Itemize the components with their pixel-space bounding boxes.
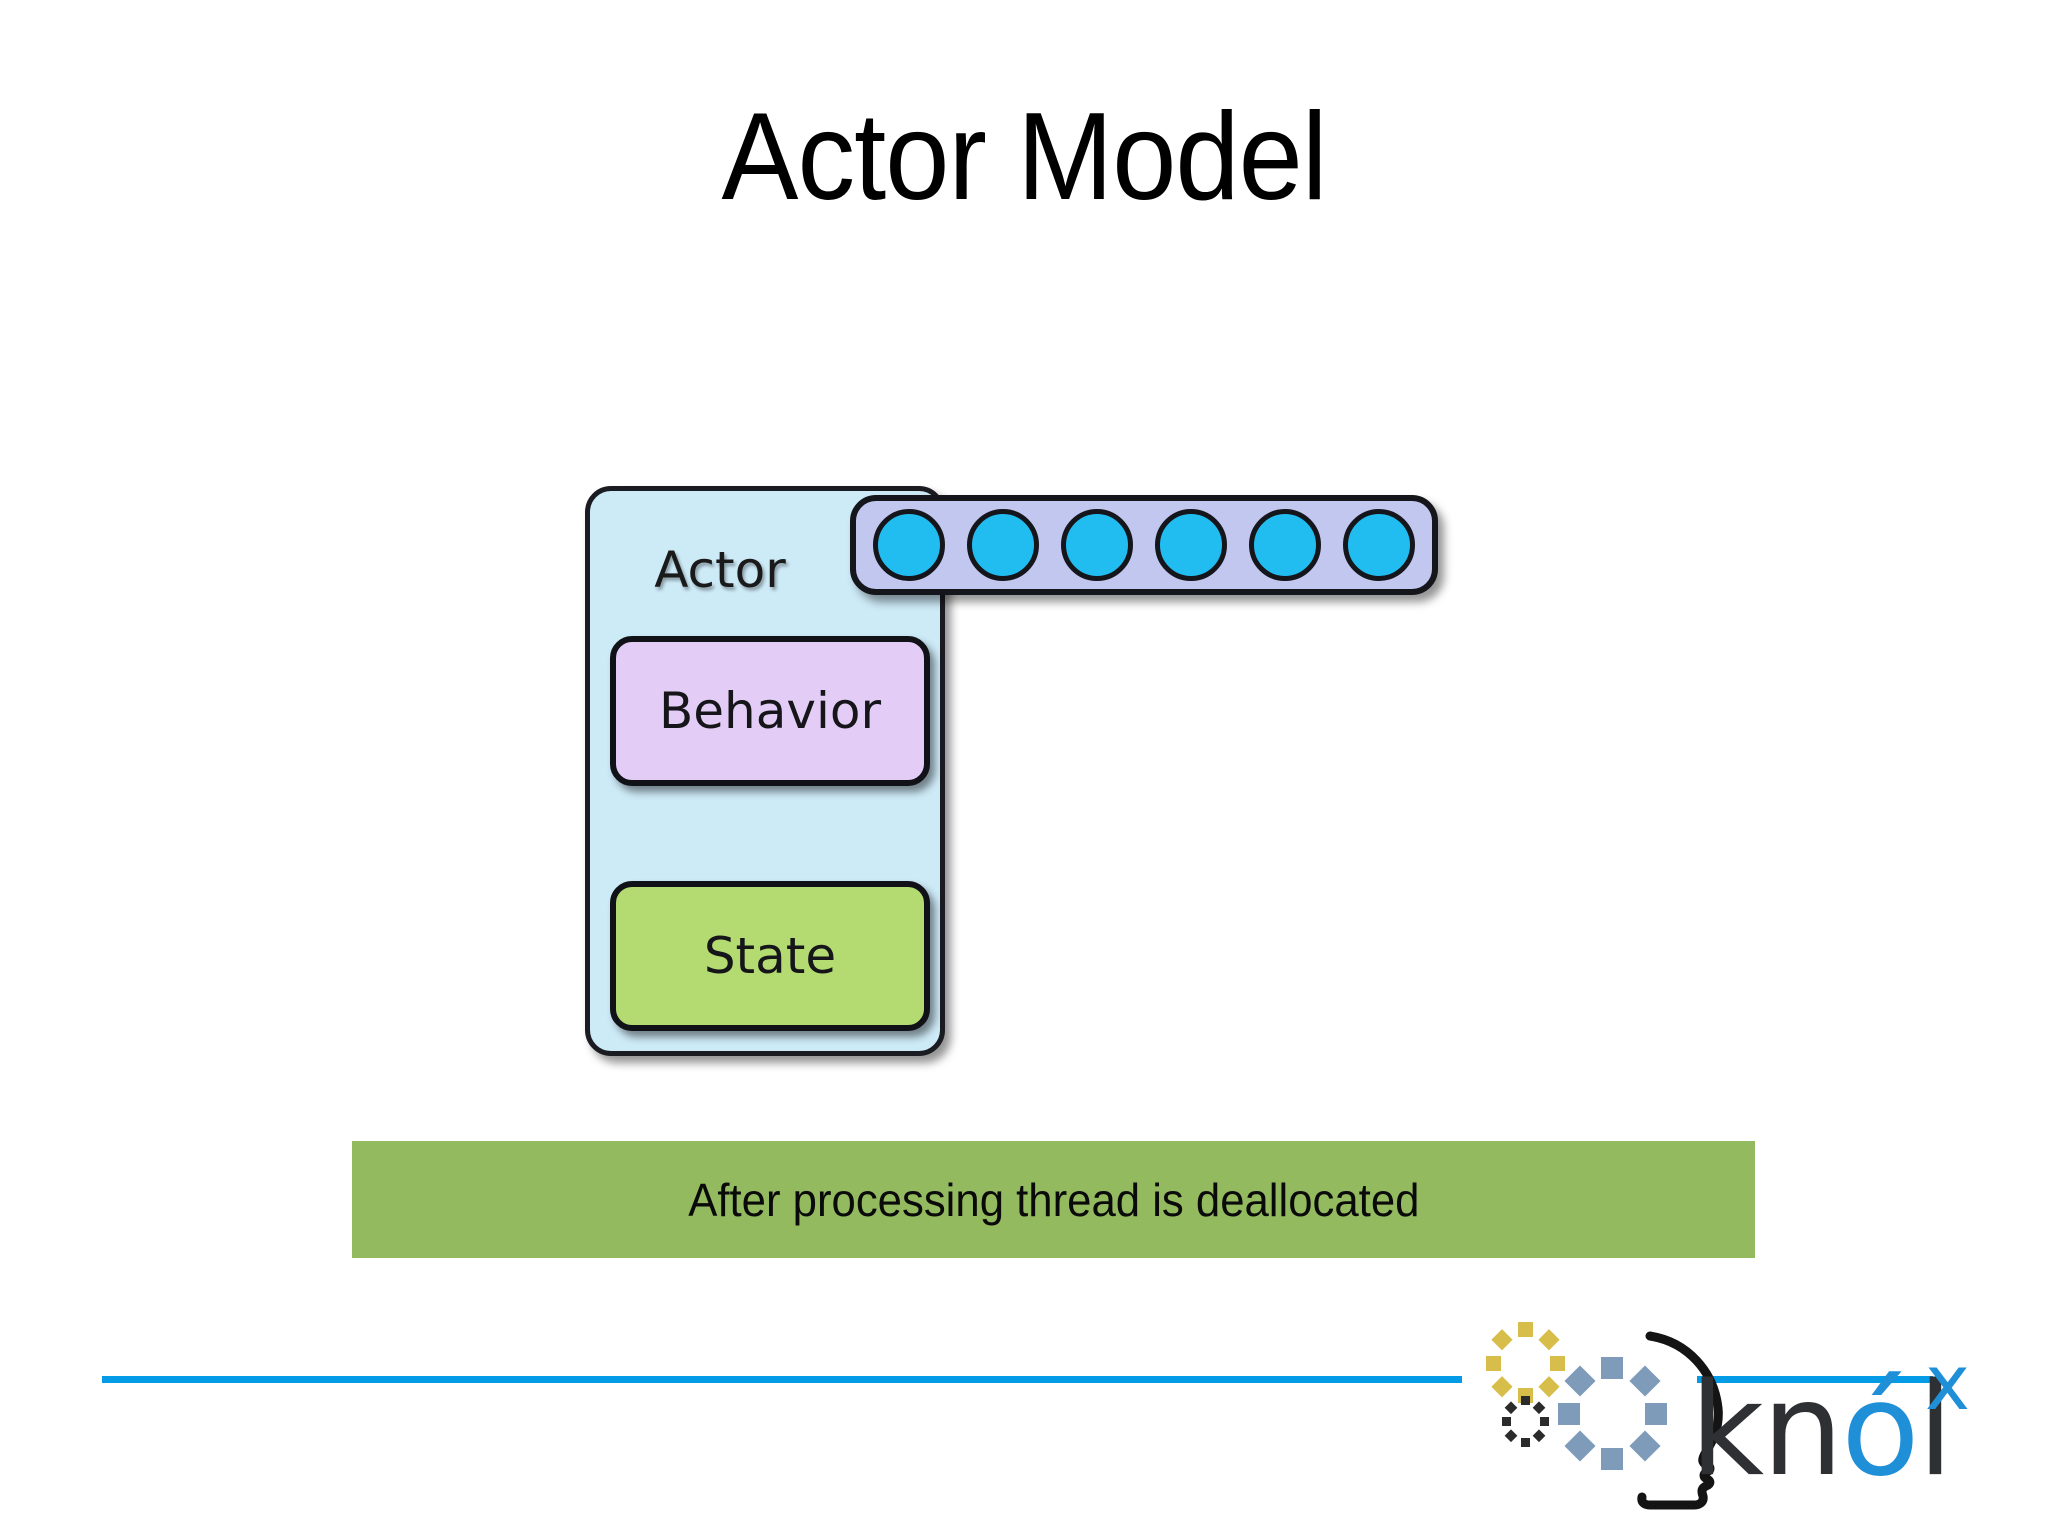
- footer-rule-left: [102, 1376, 1462, 1383]
- actor-model-diagram: Actor Behavior State: [578, 470, 1468, 1070]
- logo-word-o-accent: ó: [1841, 1356, 1919, 1505]
- message-dot: [1155, 509, 1227, 581]
- slate-dot-ring-icon: [1558, 1357, 1667, 1470]
- message-dot: [1061, 509, 1133, 581]
- logo-wordmark: knól: [1690, 1356, 1954, 1516]
- actor-label: Actor: [654, 541, 786, 599]
- head-outline-icon: [1637, 1331, 1723, 1510]
- page-title: Actor Model: [721, 88, 1327, 226]
- caption-banner: After processing thread is deallocated: [352, 1141, 1755, 1258]
- logo-word-l: l: [1917, 1356, 1954, 1505]
- state-box: State: [610, 881, 930, 1031]
- dark-dot-ring-icon: [1502, 1396, 1549, 1447]
- mailbox-queue: [850, 495, 1438, 595]
- footer-rule-right: [1697, 1376, 1933, 1383]
- behavior-label: Behavior: [658, 682, 882, 740]
- caption-text: After processing thread is deallocated: [687, 1173, 1420, 1226]
- knolx-logo: knól x: [1482, 1316, 2042, 1521]
- behavior-box: Behavior: [610, 636, 930, 786]
- head-profile-icon: [1486, 1322, 1723, 1510]
- gold-dot-ring-icon: [1486, 1322, 1565, 1403]
- state-label: State: [703, 927, 837, 985]
- logo-superscript-x: x: [1925, 1338, 1970, 1427]
- message-dot: [1249, 509, 1321, 581]
- logo-word-kn: kn: [1690, 1356, 1843, 1505]
- message-dot: [967, 509, 1039, 581]
- message-dot: [1343, 509, 1415, 581]
- message-dot: [873, 509, 945, 581]
